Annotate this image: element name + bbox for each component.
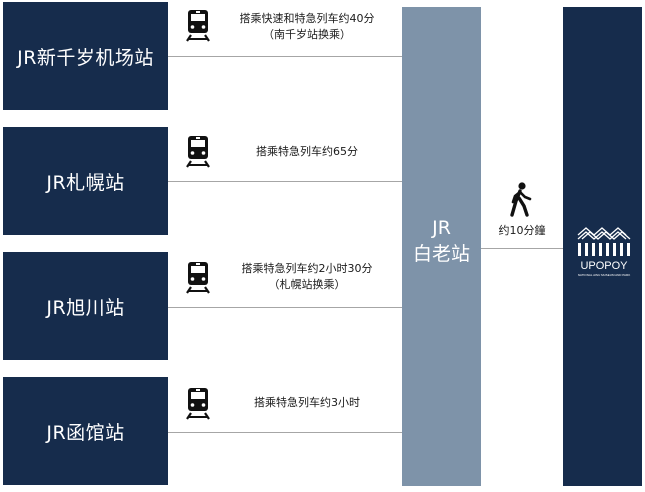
route-transfer: （札幌站换乘） — [268, 278, 346, 291]
station-hakodate: JR函馆站 — [3, 377, 168, 485]
route-duration: 搭乘快速和特急列车约40分 — [239, 12, 375, 25]
route-info: 搭乘快速和特急列车约40分 （南千岁站换乘） — [214, 11, 400, 43]
route-line — [168, 181, 402, 182]
destination-upopoy: UPOPOY NATIONAL AINU MUSEUM AND PARK — [563, 7, 642, 486]
train-icon — [186, 388, 210, 420]
route-info: 搭乘特急列车约3小时 — [214, 395, 400, 411]
route-info: 搭乘特急列车约65分 — [214, 144, 400, 160]
logo-text: UPOPOY — [580, 260, 628, 272]
station-new-chitose-airport: JR新千岁机场站 — [3, 2, 168, 110]
station-sapporo: JR札幌站 — [3, 127, 168, 235]
logo-subtext: NATIONAL AINU MUSEUM AND PARK — [578, 273, 630, 277]
route-duration: 搭乘特急列车约2小时30分 — [241, 262, 373, 275]
hub-station-name: 白老站 — [412, 242, 470, 265]
route-transfer: （南千岁站换乘） — [263, 28, 351, 41]
walking-person-icon — [510, 182, 532, 217]
hub-line-jr: JR — [432, 216, 451, 239]
train-icon — [186, 262, 210, 294]
upopoy-logo: UPOPOY NATIONAL AINU MUSEUM AND PARK — [577, 227, 631, 277]
route-line — [168, 307, 402, 308]
route-duration: 搭乘特急列车约65分 — [256, 145, 358, 158]
hub-shiraoi-station: JR 白老站 — [402, 7, 481, 486]
train-icon — [186, 10, 210, 42]
walk-line — [481, 248, 563, 249]
route-line — [168, 56, 402, 57]
route-line — [168, 432, 402, 433]
route-duration: 搭乘特急列车约3小时 — [254, 396, 360, 409]
route-info: 搭乘特急列车约2小时30分 （札幌站换乘） — [214, 261, 400, 293]
train-icon — [186, 136, 210, 168]
station-asahikawa: JR旭川站 — [3, 252, 168, 360]
walk-duration: 约10分鐘 — [498, 224, 546, 237]
